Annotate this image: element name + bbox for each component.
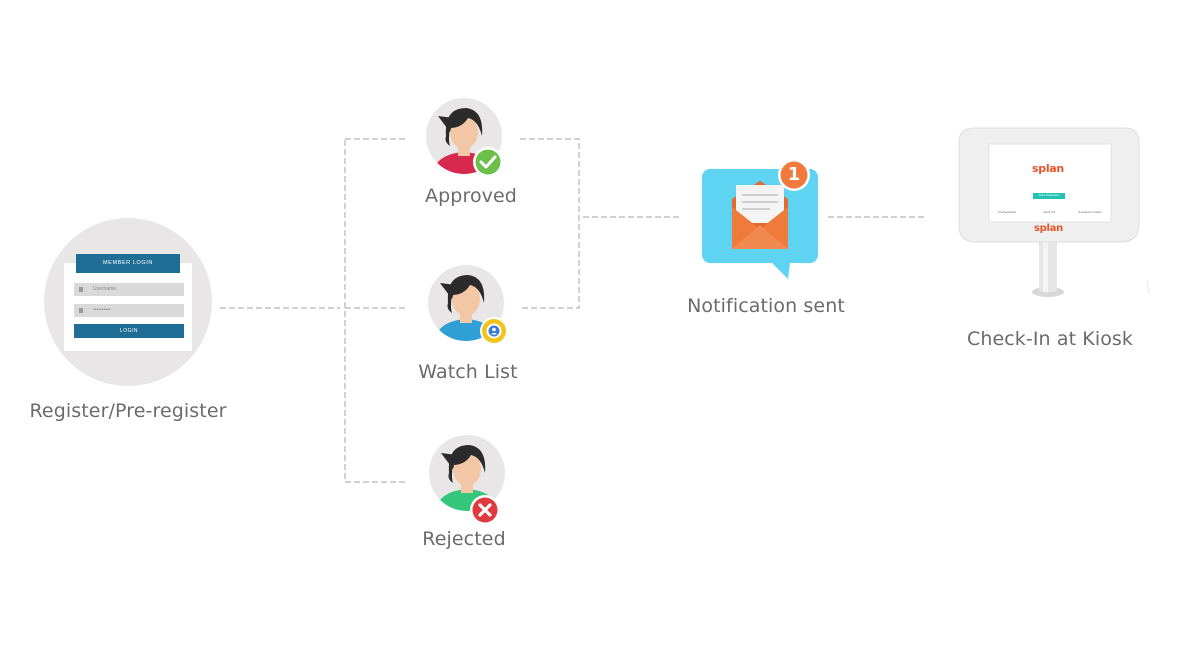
login-button: LOGIN — [74, 324, 184, 338]
watchlist-avatar — [428, 265, 508, 345]
approved-avatar — [426, 98, 503, 177]
eye-icon — [480, 317, 508, 345]
username-field: Username — [74, 283, 184, 296]
password-field: •••••••••• — [74, 304, 184, 317]
connector-approved-out — [520, 138, 580, 309]
login-form-card: MEMBER LOGIN Username •••••••••• LOGIN — [64, 254, 192, 351]
register-label: Register/Pre-register — [29, 400, 227, 422]
kiosk-image — [958, 127, 1150, 297]
watchlist-label: Watch List — [418, 361, 518, 383]
kiosk-option-1: Pre-Registered — [998, 211, 1016, 214]
rejected-label: Rejected — [422, 528, 506, 550]
user-icon — [79, 287, 83, 292]
lock-icon — [79, 308, 83, 313]
rejected-avatar — [429, 435, 505, 525]
notification-badge-count: 1 — [787, 164, 801, 185]
username-placeholder: Username — [93, 286, 117, 292]
kiosk-primary-button: Visitor Registration — [1033, 193, 1065, 199]
envelope-icon — [702, 159, 818, 279]
kiosk-logo-bottom: splan — [1034, 223, 1063, 234]
password-placeholder: •••••••••• — [93, 307, 111, 313]
x-icon — [470, 495, 500, 525]
kiosk-option-2: Check Out — [1042, 211, 1056, 214]
kiosk-label: Check-In at Kiosk — [966, 328, 1134, 350]
notification-label: Notification sent — [687, 295, 845, 317]
approved-label: Approved — [425, 185, 517, 207]
login-header: MEMBER LOGIN — [76, 254, 180, 273]
check-icon — [473, 147, 503, 177]
kiosk-option-3: Emergency Contact — [1078, 211, 1102, 214]
kiosk-logo: splan — [1032, 162, 1064, 175]
